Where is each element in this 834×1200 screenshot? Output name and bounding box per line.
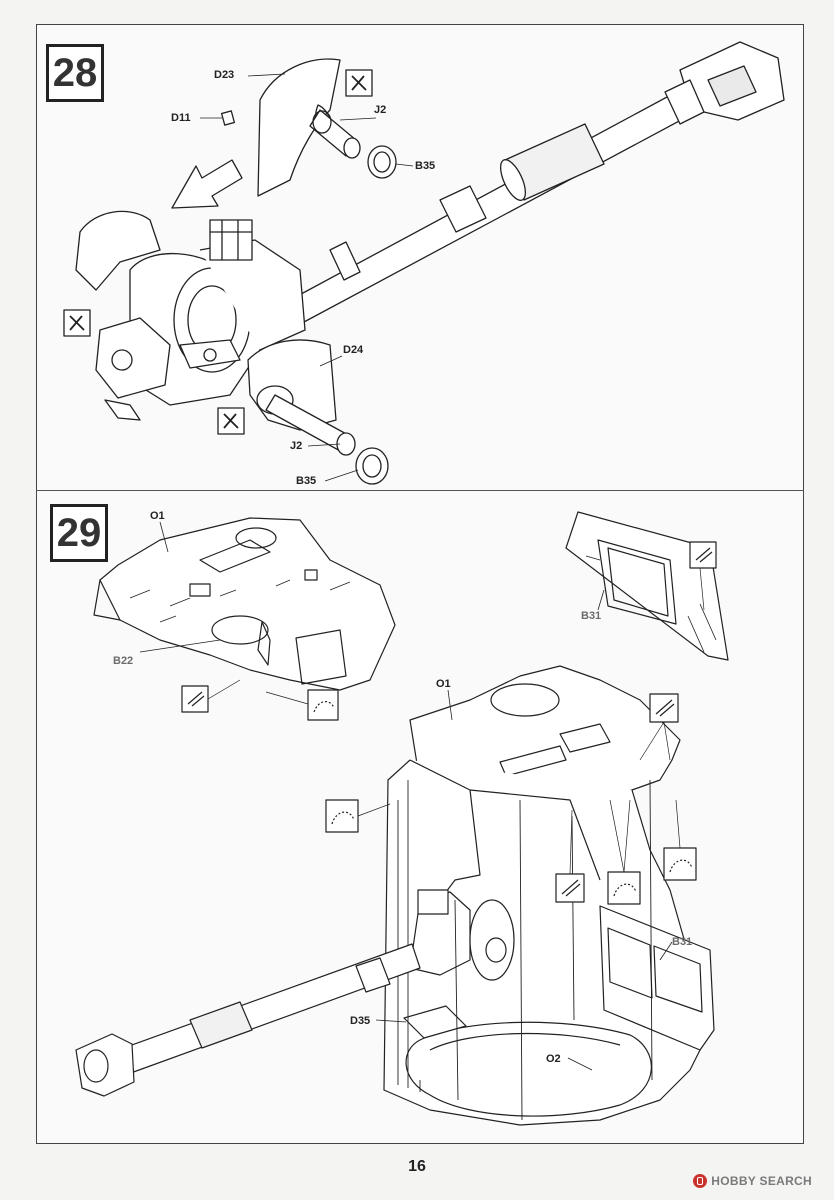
label-j2-top: J2 [374, 104, 387, 116]
no-glue-icon [63, 309, 91, 337]
label-d11: D11 [171, 112, 191, 124]
part-o1-subassembly [93, 517, 396, 691]
photo-etch-icon [689, 541, 717, 569]
label-b22: B22 [113, 655, 134, 667]
photo-etch-icon [555, 873, 585, 903]
label-o1-main: O1 [436, 678, 451, 690]
part-turret-main [383, 665, 715, 1126]
page-number: 16 [408, 1158, 426, 1175]
part-b35-bottom [355, 447, 389, 485]
part-b35-top [367, 145, 397, 179]
part-left-shield [75, 210, 161, 291]
hobby-search-logo-icon [693, 1174, 708, 1188]
bend-icon [325, 799, 359, 833]
label-d24: D24 [343, 344, 364, 356]
gun-barrel-29 [75, 943, 421, 1097]
gun-barrel [289, 41, 785, 323]
step-28-number: 28 [46, 44, 104, 102]
photo-etch-icon [649, 693, 679, 723]
no-glue-icon [345, 69, 373, 97]
label-o1-left: O1 [150, 510, 165, 522]
label-b31-right: B31 [672, 936, 693, 948]
part-d11 [220, 110, 236, 126]
watermark: HOBBY SEARCH [693, 1174, 812, 1188]
bend-icon [607, 871, 641, 905]
part-b31-plate [565, 511, 729, 661]
bend-icon [307, 689, 339, 721]
no-glue-icon [217, 407, 245, 435]
bend-icon [663, 847, 697, 881]
step-divider [36, 490, 804, 491]
direction-arrow-icon [171, 159, 243, 209]
label-b35-bottom: B35 [296, 475, 317, 487]
label-j2-bottom: J2 [290, 440, 303, 452]
gun-breech [95, 219, 306, 421]
label-d23: D23 [214, 69, 235, 81]
step-29-number: 29 [50, 504, 108, 562]
part-j2-top [309, 109, 361, 159]
label-b35-top: B35 [415, 160, 436, 172]
label-d35: D35 [350, 1015, 371, 1027]
label-b31-top: B31 [581, 610, 602, 622]
photo-etch-icon [181, 685, 209, 713]
label-o2: O2 [546, 1053, 561, 1065]
watermark-text: HOBBY SEARCH [711, 1174, 812, 1188]
